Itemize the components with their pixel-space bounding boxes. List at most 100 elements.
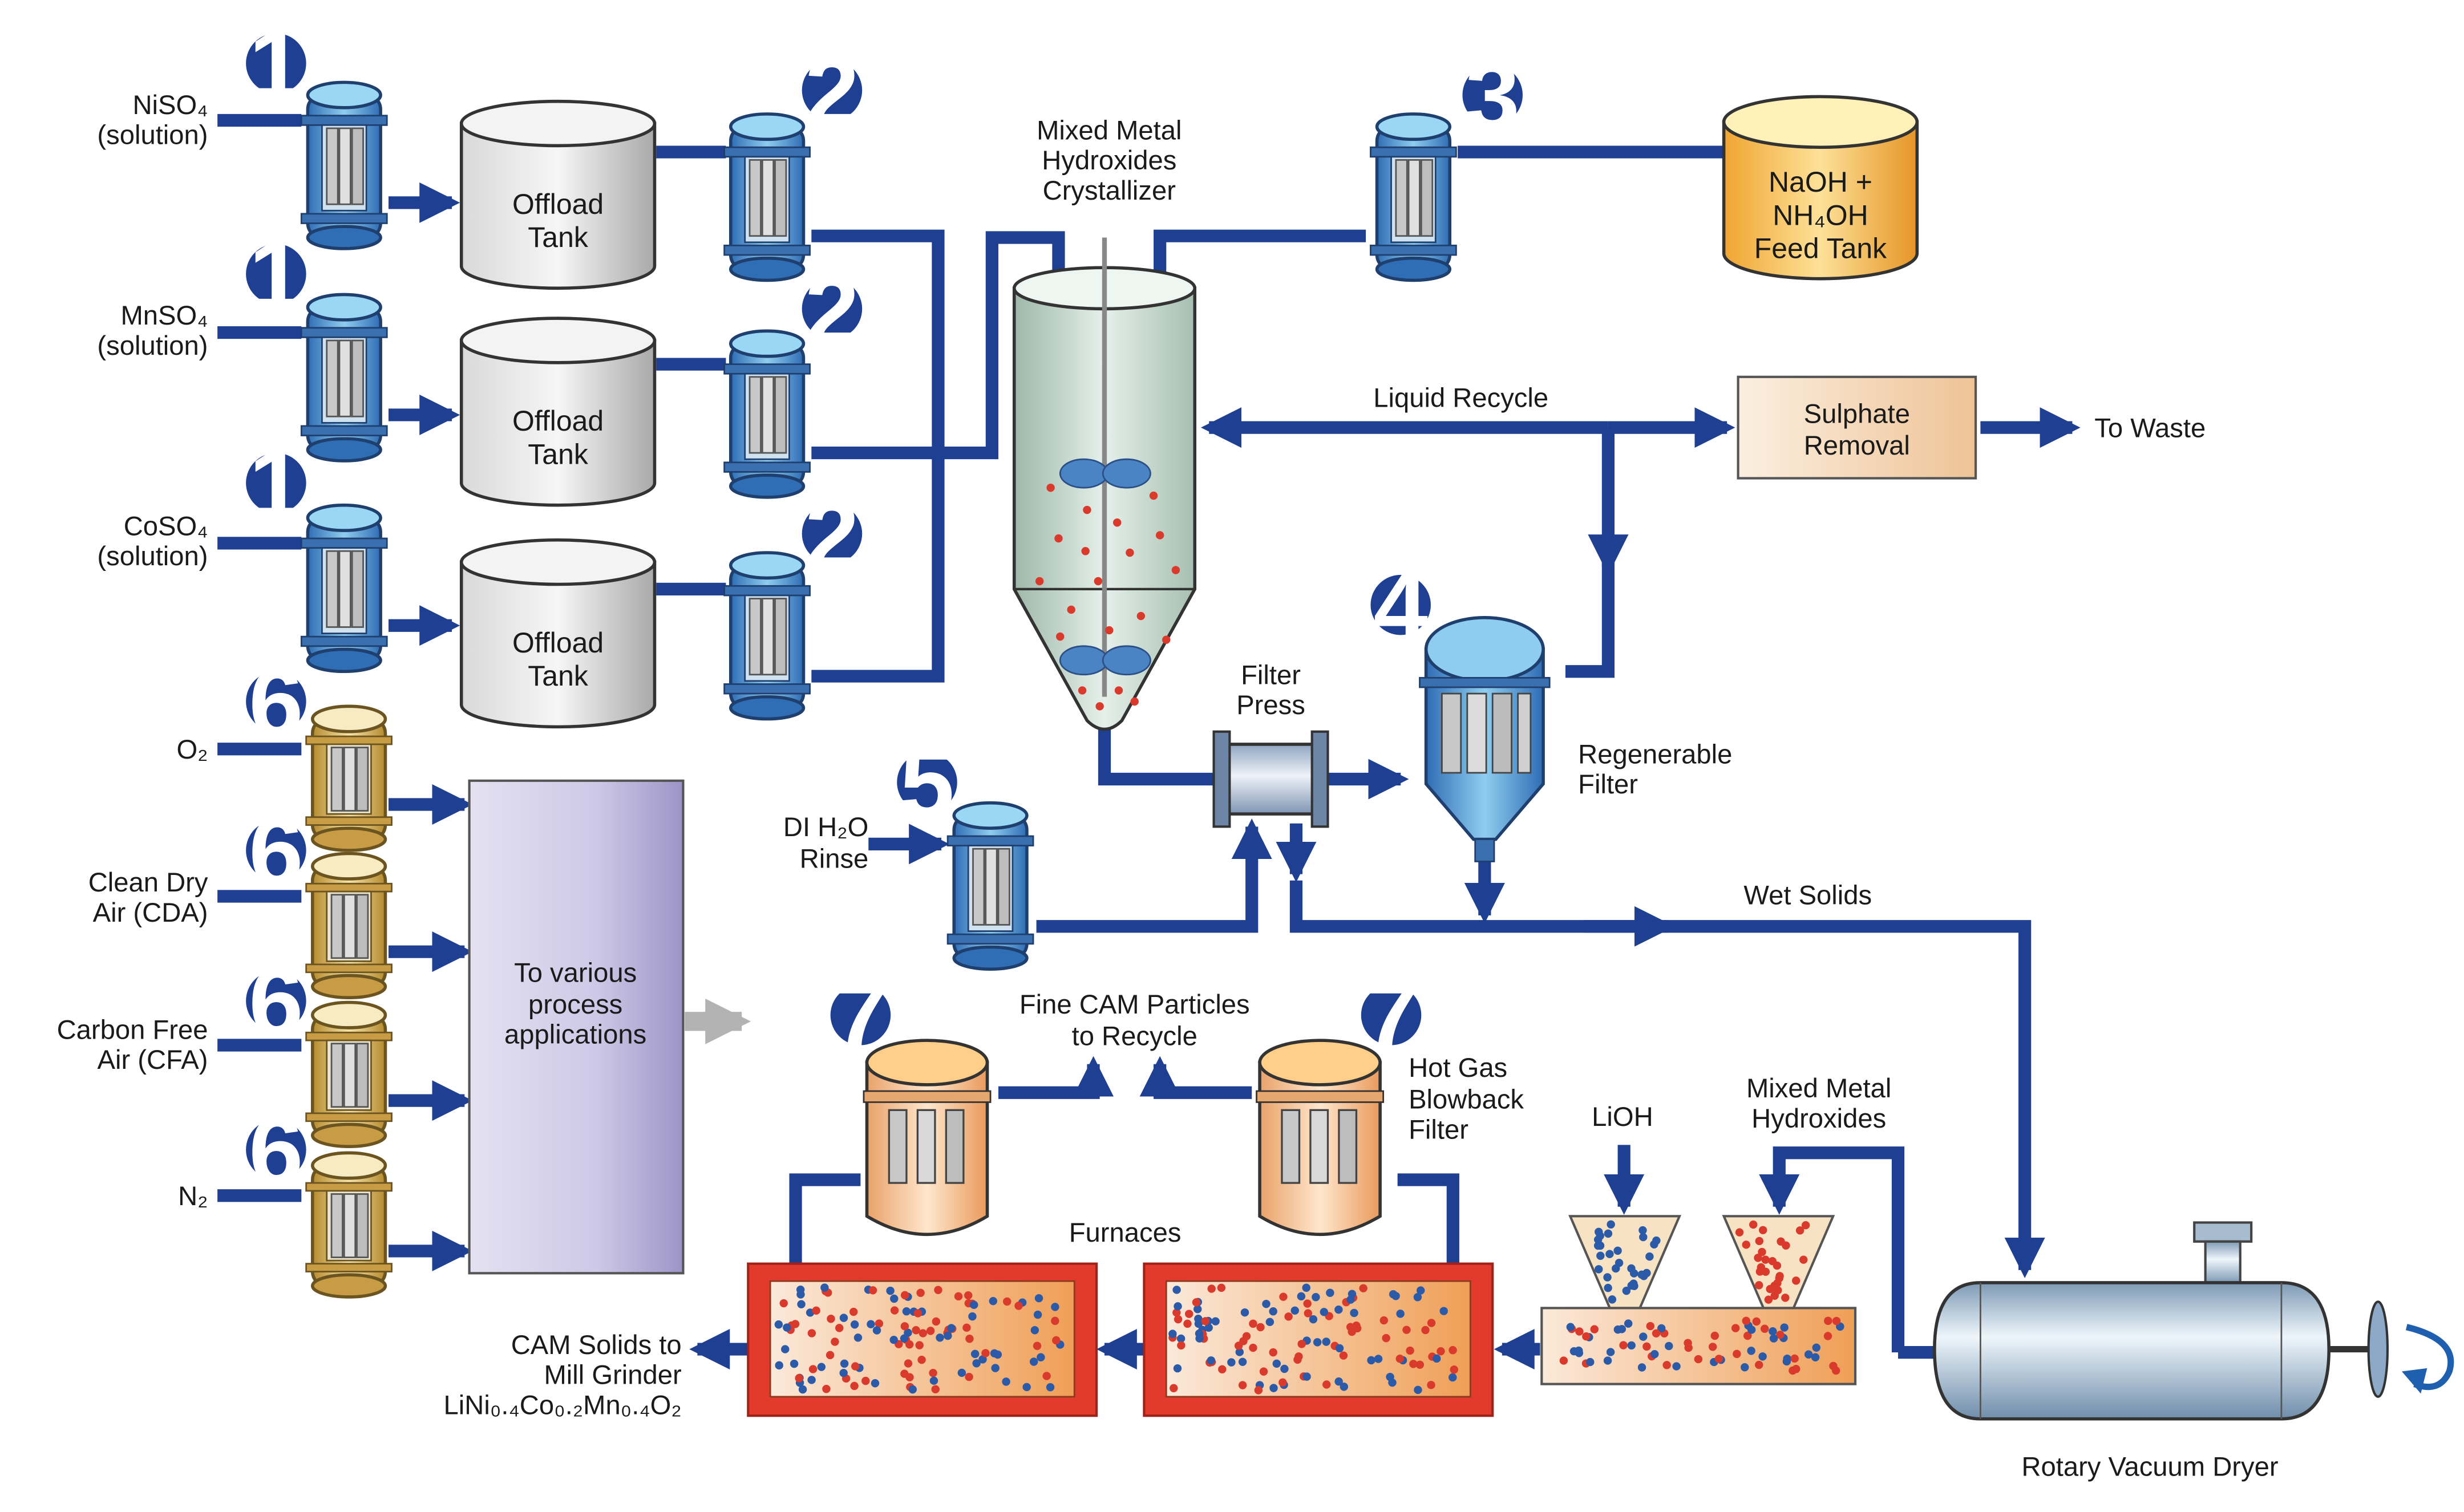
particle <box>1334 1377 1343 1386</box>
particle <box>931 1385 940 1394</box>
dryer-label: Rotary Vacuum Dryer <box>2021 1452 2278 1482</box>
particle <box>1433 1354 1441 1363</box>
wet-solids-label: Wet Solids <box>1743 880 1872 910</box>
particle <box>1742 1316 1750 1325</box>
particle <box>1607 1220 1615 1229</box>
particle <box>1406 1346 1414 1355</box>
particle <box>808 1365 818 1373</box>
particle <box>872 1326 881 1335</box>
particle <box>1708 1343 1717 1351</box>
ni-label: NiSO₄ <box>132 90 208 120</box>
particle <box>851 1362 860 1371</box>
sulphate-line1: Sulphate <box>1804 399 1910 429</box>
particle <box>1657 1324 1666 1333</box>
particle <box>1590 1325 1599 1333</box>
particle <box>1309 1315 1318 1324</box>
particle <box>1650 1349 1659 1359</box>
particle <box>783 1323 791 1332</box>
particle <box>1450 1365 1458 1374</box>
particle <box>936 1333 944 1342</box>
pump-2b <box>725 331 810 497</box>
sulphate-line2: Removal <box>1804 431 1910 461</box>
particle <box>850 1320 859 1329</box>
particle <box>1254 1386 1263 1395</box>
particle <box>1595 1265 1603 1274</box>
particle <box>947 1324 956 1332</box>
particle <box>1770 1291 1779 1300</box>
particle <box>1449 1346 1457 1355</box>
particle <box>1627 1341 1636 1350</box>
badge-1a-number: 1 <box>249 10 304 119</box>
particle <box>919 1329 928 1337</box>
particle <box>970 1349 980 1359</box>
badge-6a-number: 6 <box>249 648 304 757</box>
particle <box>1758 1352 1767 1361</box>
particle <box>1346 1295 1355 1304</box>
process-applications-box <box>468 779 685 1275</box>
particle <box>1449 1373 1457 1382</box>
particle <box>807 1376 816 1384</box>
particle <box>1629 1269 1638 1278</box>
badge-4: 4 <box>1370 552 1431 661</box>
particle <box>1052 1336 1061 1345</box>
particle <box>890 1294 899 1303</box>
particle <box>795 1374 803 1383</box>
particle <box>1037 1353 1045 1361</box>
particle <box>822 1385 831 1393</box>
particle <box>1710 1331 1719 1340</box>
badge-6c: 6 <box>246 947 306 1057</box>
particle <box>1439 1307 1448 1315</box>
particle <box>867 1320 875 1328</box>
particle <box>1382 1333 1390 1343</box>
particle <box>861 1376 870 1385</box>
pump-2c <box>725 553 810 719</box>
particle <box>1280 1364 1289 1373</box>
particle <box>1650 1240 1658 1248</box>
particle <box>1645 1252 1654 1261</box>
particle <box>1402 1325 1411 1334</box>
badge-6d: 6 <box>246 1096 306 1206</box>
particle <box>1603 1273 1612 1282</box>
pump-n2 <box>306 1153 392 1297</box>
particle <box>1262 1299 1271 1308</box>
particle <box>1801 1221 1810 1230</box>
particle <box>954 1292 963 1301</box>
particle <box>790 1359 799 1368</box>
particle <box>1575 1327 1584 1336</box>
rotation-arrowhead-icon <box>2401 1368 2427 1394</box>
particle <box>929 1376 938 1385</box>
particle <box>826 1351 835 1360</box>
badge-2c: 2 <box>802 480 863 590</box>
particle <box>926 1327 935 1335</box>
particle <box>1640 1272 1648 1280</box>
particle <box>1773 1261 1782 1270</box>
particle <box>1207 1356 1216 1365</box>
feed-tank-line2: NH₄OH <box>1773 199 1868 231</box>
co-sub: (solution) <box>97 541 208 571</box>
particle <box>1427 1381 1435 1389</box>
particle <box>1192 1298 1201 1307</box>
particle <box>1437 1347 1445 1356</box>
particle <box>1227 1358 1236 1367</box>
particle <box>1297 1340 1306 1348</box>
particle <box>1302 1283 1310 1292</box>
cam-solids-line3: LiNi₀.₄Co₀.₂Mn₀.₄O₂ <box>444 1390 682 1420</box>
particle <box>917 1355 926 1364</box>
particle <box>1575 1349 1584 1357</box>
particle <box>1791 1276 1801 1285</box>
particle <box>1754 1254 1762 1262</box>
particle <box>1427 1319 1436 1327</box>
particle <box>1755 1237 1764 1246</box>
particle <box>978 1355 987 1364</box>
particle <box>1758 1226 1767 1235</box>
particle <box>900 1291 909 1300</box>
tank2-line1: Offload <box>512 405 604 437</box>
particle <box>1174 1302 1182 1311</box>
particle <box>1617 1325 1627 1333</box>
particle <box>962 1323 971 1332</box>
n2-label: N₂ <box>178 1181 208 1211</box>
particle <box>1297 1292 1306 1301</box>
particle <box>1242 1332 1251 1341</box>
particle <box>853 1333 863 1342</box>
